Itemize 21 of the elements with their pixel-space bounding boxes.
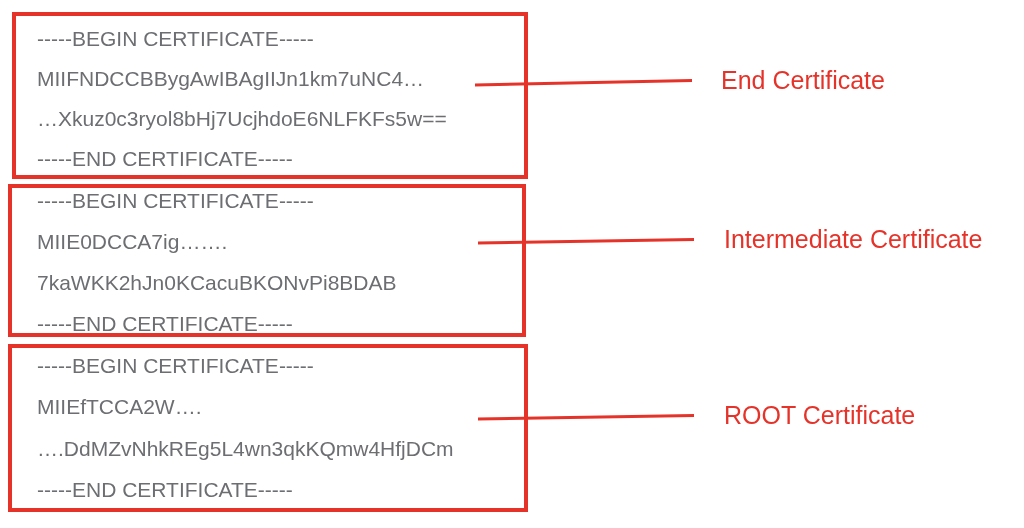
certificate-begin-marker: -----BEGIN CERTIFICATE----- — [37, 354, 314, 378]
callout-label: Intermediate Certificate — [724, 225, 983, 254]
certificate-box — [8, 344, 528, 512]
encoded-data-line: MIIE0DCCA7ig……. — [37, 230, 228, 254]
encoded-data-line: …Xkuz0c3ryol8bHj7UcjhdoE6NLFKFs5w== — [37, 107, 447, 131]
encoded-data-line: MIIFNDCCBBygAwIBAgIIJn1km7uNC4… — [37, 67, 425, 91]
certificate-end-marker: -----END CERTIFICATE----- — [37, 312, 293, 336]
encoded-data-line: 7kaWKK2hJn0KCacuBKONvPi8BDAB — [37, 271, 397, 295]
certificate-begin-marker: -----BEGIN CERTIFICATE----- — [37, 27, 314, 51]
certificate-box — [12, 12, 528, 179]
certificate-begin-marker: -----BEGIN CERTIFICATE----- — [37, 189, 314, 213]
leader-line — [477, 238, 695, 245]
certificate-end-marker: -----END CERTIFICATE----- — [37, 477, 293, 502]
certificate-end-marker: -----END CERTIFICATE----- — [37, 147, 293, 171]
encoded-data-line: ….DdMZvNhkREg5L4wn3qkKQmw4HfjDCm — [37, 436, 454, 461]
leader-line — [474, 79, 693, 87]
encoded-data-line: MIIEfTCCA2W…. — [37, 395, 202, 420]
leader-line — [477, 414, 695, 421]
certificate-box — [8, 184, 526, 337]
callout-label: ROOT Certificate — [724, 401, 916, 430]
callout-label: End Certificate — [721, 66, 885, 95]
